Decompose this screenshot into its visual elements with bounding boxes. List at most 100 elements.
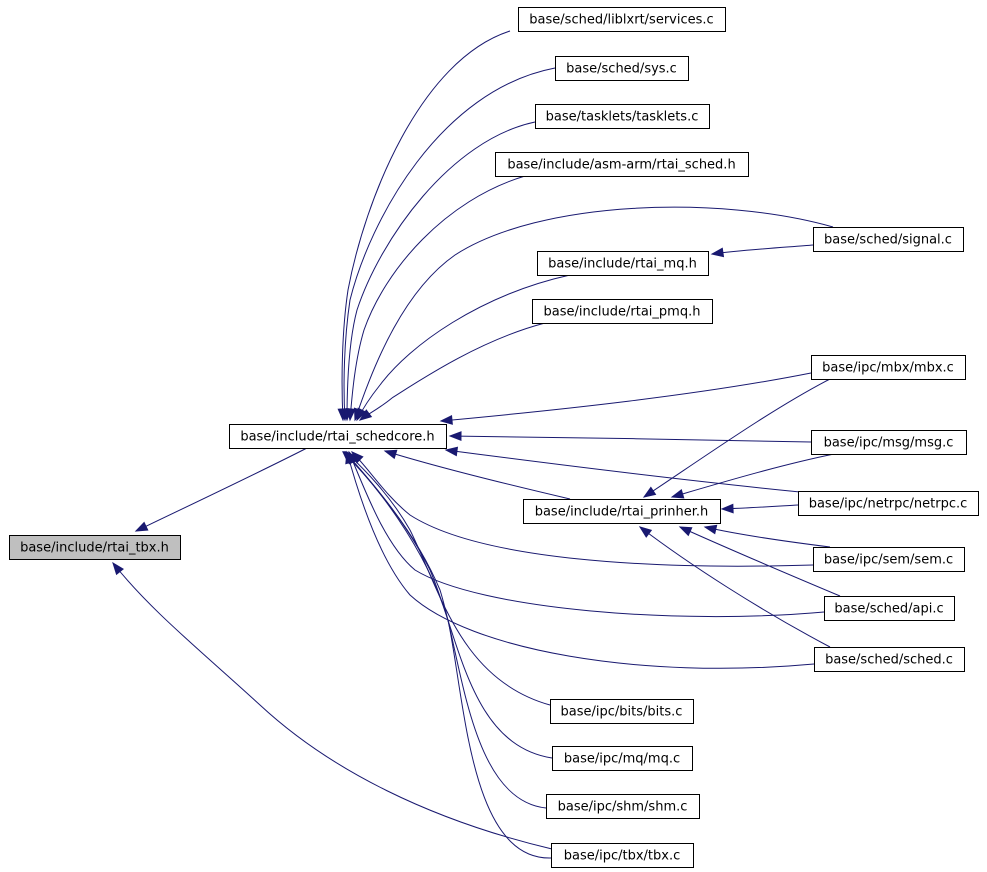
- node-label: base/ipc/netrpc/netrpc.c: [809, 497, 968, 512]
- node-box: [537, 251, 709, 276]
- node-netrpc[interactable]: base/ipc/netrpc/netrpc.c: [798, 491, 979, 516]
- node-label: base/ipc/mq/mq.c: [564, 752, 680, 767]
- node-shm[interactable]: base/ipc/shm/shm.c: [546, 794, 700, 819]
- node-box: [546, 794, 700, 819]
- edge-line: [356, 274, 571, 421]
- node-tbx[interactable]: base/ipc/tbx/tbx.c: [551, 843, 694, 868]
- arrowhead-icon: [642, 486, 657, 498]
- edge-sched-to-rtai_prinher: [638, 526, 831, 648]
- edge-line: [679, 526, 841, 597]
- edge-line: [643, 378, 831, 498]
- node-label: base/ipc/mbx/mbx.c: [822, 361, 954, 376]
- node-asm-arm-sched[interactable]: base/include/asm-arm/rtai_sched.h: [495, 152, 749, 177]
- nodes-layer: base/include/rtai_tbx.h base/include/rtai…: [9, 7, 979, 868]
- node-label: base/include/rtai_pmq.h: [544, 305, 701, 320]
- arrowhead-icon: [383, 449, 398, 460]
- arrowhead-icon: [439, 415, 453, 425]
- node-box: [535, 104, 710, 129]
- node-bits[interactable]: base/ipc/bits/bits.c: [550, 699, 694, 724]
- edge-line: [359, 322, 546, 421]
- node-sys[interactable]: base/sched/sys.c: [555, 56, 689, 81]
- node-tasklets[interactable]: base/tasklets/tasklets.c: [535, 104, 710, 129]
- node-api[interactable]: base/sched/api.c: [824, 596, 955, 621]
- node-services[interactable]: base/sched/liblxrt/services.c: [518, 7, 726, 32]
- node-sched[interactable]: base/sched/sched.c: [814, 647, 965, 672]
- node-box: [814, 647, 965, 672]
- edge-mbx-to-rtai_schedcore: [439, 372, 812, 425]
- node-box: [811, 355, 966, 380]
- arrowhead-icon: [703, 524, 718, 535]
- edge-sys-to-rtai_schedcore: [339, 67, 556, 422]
- node-label: base/ipc/sem/sem.c: [824, 553, 953, 568]
- arrowhead-icon: [444, 446, 459, 457]
- edge-line: [342, 451, 552, 859]
- node-label: base/include/rtai_mq.h: [548, 257, 697, 272]
- node-mq[interactable]: base/ipc/mq/mq.c: [552, 746, 693, 771]
- arrowhead-icon: [710, 247, 725, 258]
- edge-signal-to-rtai_mq: [710, 244, 814, 258]
- node-rtai-schedcore[interactable]: base/include/rtai_schedcore.h: [229, 424, 447, 449]
- edge-api-to-rtai_schedcore: [348, 450, 825, 618]
- node-box: [495, 152, 749, 177]
- edge-line: [449, 435, 812, 443]
- edge-line: [346, 451, 815, 669]
- node-rtai-prinher[interactable]: base/include/rtai_prinher.h: [523, 499, 721, 524]
- edge-line: [344, 451, 553, 759]
- edge-asm_arm_sched-to-rtai_schedcore: [346, 175, 526, 422]
- edge-netrpc-to-rtai_schedcore: [444, 446, 801, 493]
- node-rtai-mq[interactable]: base/include/rtai_mq.h: [537, 251, 709, 276]
- edge-line: [440, 372, 812, 422]
- edges-layer: [112, 30, 841, 859]
- node-label: base/include/rtai_schedcore.h: [240, 430, 434, 445]
- edge-line: [671, 453, 835, 498]
- edge-line: [711, 244, 814, 255]
- node-box: [824, 596, 955, 621]
- edge-mbx-to-rtai_prinher: [642, 378, 831, 498]
- arrowhead-icon: [448, 431, 462, 442]
- edge-tbx-to-rtai_schedcore: [341, 451, 552, 859]
- node-label: base/sched/api.c: [834, 602, 943, 617]
- node-box: [813, 227, 964, 252]
- node-label: base/sched/signal.c: [824, 233, 952, 248]
- arrowhead-icon: [112, 561, 124, 576]
- edge-line: [349, 175, 526, 421]
- edge-line: [112, 562, 553, 850]
- node-box: [523, 499, 721, 524]
- edge-mq-to-rtai_schedcore: [344, 450, 553, 759]
- edge-api-to-rtai_prinher: [678, 526, 841, 597]
- edge-line: [639, 526, 831, 648]
- node-box: [555, 56, 689, 81]
- edge-tbx-to-rtai_tbx: [112, 561, 553, 850]
- edge-line: [351, 451, 814, 567]
- node-label: base/tasklets/tasklets.c: [546, 110, 699, 125]
- edge-line: [135, 447, 308, 532]
- node-box: [813, 547, 965, 572]
- arrowhead-icon: [356, 407, 367, 422]
- node-box: [798, 491, 979, 516]
- edge-line: [343, 67, 556, 421]
- node-rtai-pmq[interactable]: base/include/rtai_pmq.h: [532, 299, 713, 324]
- edge-line: [704, 526, 831, 548]
- arrowhead-icon: [358, 409, 373, 421]
- edge-msg-to-rtai_prinher: [670, 453, 835, 499]
- node-label: base/sched/liblxrt/services.c: [529, 13, 713, 28]
- arrowhead-icon: [670, 489, 685, 499]
- arrowhead-icon: [720, 503, 734, 514]
- node-label: base/sched/sched.c: [825, 653, 953, 668]
- node-box: [9, 535, 181, 560]
- node-box: [552, 746, 693, 771]
- node-rtai-tbx: base/include/rtai_tbx.h: [9, 535, 181, 560]
- node-box: [229, 424, 447, 449]
- node-mbx[interactable]: base/ipc/mbx/mbx.c: [811, 355, 966, 380]
- node-box: [518, 7, 726, 32]
- node-sem[interactable]: base/ipc/sem/sem.c: [813, 547, 965, 572]
- arrowhead-icon: [346, 408, 356, 422]
- node-box: [811, 430, 967, 455]
- node-signal[interactable]: base/sched/signal.c: [813, 227, 964, 252]
- node-label: base/include/rtai_tbx.h: [20, 541, 169, 556]
- node-label: base/ipc/msg/msg.c: [824, 436, 954, 451]
- edge-line: [384, 450, 571, 500]
- node-msg[interactable]: base/ipc/msg/msg.c: [811, 430, 967, 455]
- node-box: [551, 843, 694, 868]
- edge-msg-to-rtai_schedcore: [448, 431, 812, 443]
